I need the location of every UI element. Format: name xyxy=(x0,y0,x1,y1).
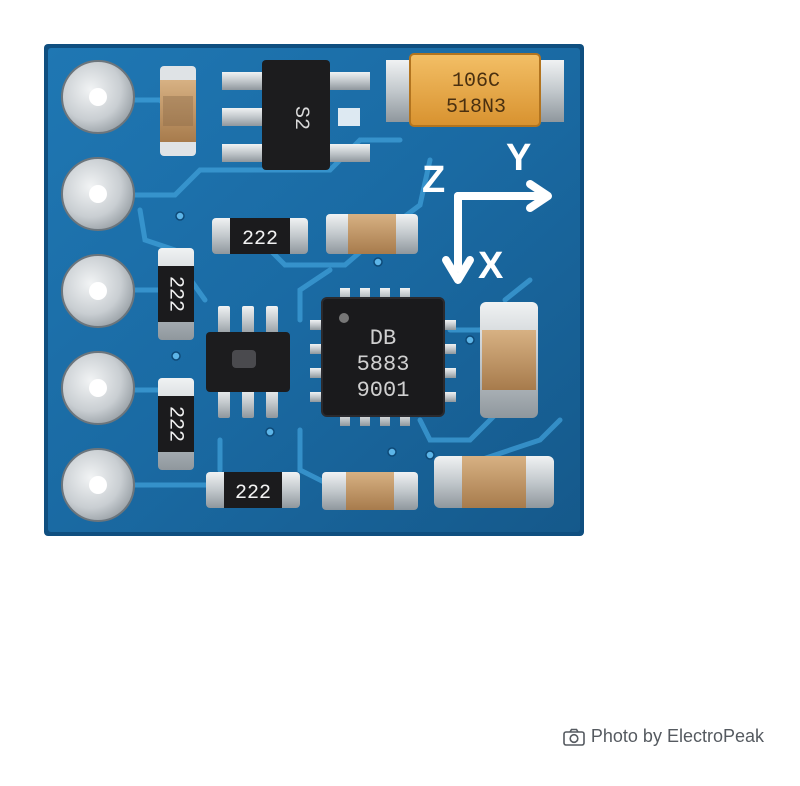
resistor-left-upper: 222 xyxy=(158,248,194,340)
regulator-marking: S2 xyxy=(289,106,312,130)
tantalum-marking-line1: 106C xyxy=(452,70,500,93)
axis-silkscreen: Z Y X xyxy=(422,137,552,287)
header-pads xyxy=(61,60,135,522)
chip-marking-line3: 9001 xyxy=(357,378,410,403)
photo-credit-text: Photo by ElectroPeak xyxy=(590,726,764,746)
tantalum-marking-line2: 518N3 xyxy=(446,96,506,119)
resistor-left-lower: 222 xyxy=(158,378,194,470)
photo-credit: Photo by ElectroPeak xyxy=(563,726,764,747)
axis-label-y: Y xyxy=(506,137,531,179)
capacitor-c4 xyxy=(322,472,418,510)
resistor-top-marking: 222 xyxy=(242,228,278,251)
resistor-left-lower-marking: 222 xyxy=(164,406,187,442)
pin-pad-5 xyxy=(61,448,135,522)
voltage-regulator: S2 xyxy=(222,60,370,170)
capacitor-c2 xyxy=(326,214,418,254)
camera-icon xyxy=(563,728,585,746)
axis-label-x: X xyxy=(478,245,504,287)
pin-pad-1 xyxy=(61,60,135,134)
pin-pad-2 xyxy=(61,157,135,231)
axis-label-z: Z xyxy=(422,159,445,201)
tantalum-capacitor: 106C 518N3 xyxy=(386,53,564,127)
resistor-bottom: 222 xyxy=(206,472,300,508)
capacitor-c1 xyxy=(160,66,196,156)
capacitor-c5 xyxy=(434,456,554,508)
chip-marking-line1: DB xyxy=(370,326,396,351)
pin-pad-3 xyxy=(61,254,135,328)
pcb-traces xyxy=(132,97,563,488)
resistor-top: 222 xyxy=(212,218,308,254)
resistor-bottom-marking: 222 xyxy=(235,482,271,505)
chip-marking-line2: 5883 xyxy=(357,352,410,377)
pin-pad-4 xyxy=(61,351,135,425)
small-ic xyxy=(206,306,290,418)
resistor-left-upper-marking: 222 xyxy=(164,276,187,312)
pcb-vias xyxy=(171,211,475,460)
capacitor-c3 xyxy=(480,302,538,418)
magnetometer-ic: DB 5883 9001 xyxy=(310,288,456,426)
